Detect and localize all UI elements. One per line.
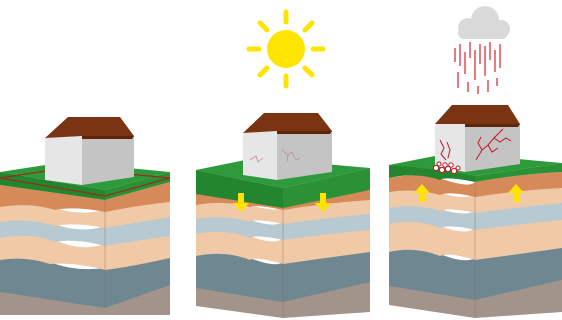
- cloud-icon: [458, 6, 510, 39]
- soil-block: [0, 182, 170, 315]
- rain-icon: [455, 42, 500, 94]
- sun-icon: [249, 12, 323, 86]
- house: [433, 105, 520, 174]
- panel-normal: [0, 117, 170, 315]
- house-roof: [45, 117, 134, 138]
- house: [45, 117, 134, 185]
- house: [243, 113, 332, 180]
- panel-rain: [389, 6, 562, 318]
- house-wall-front: [45, 136, 82, 185]
- soil-block: [389, 172, 562, 318]
- house-wall-side: [82, 136, 134, 185]
- panel-drought: [196, 12, 370, 318]
- soil-block: [196, 190, 370, 318]
